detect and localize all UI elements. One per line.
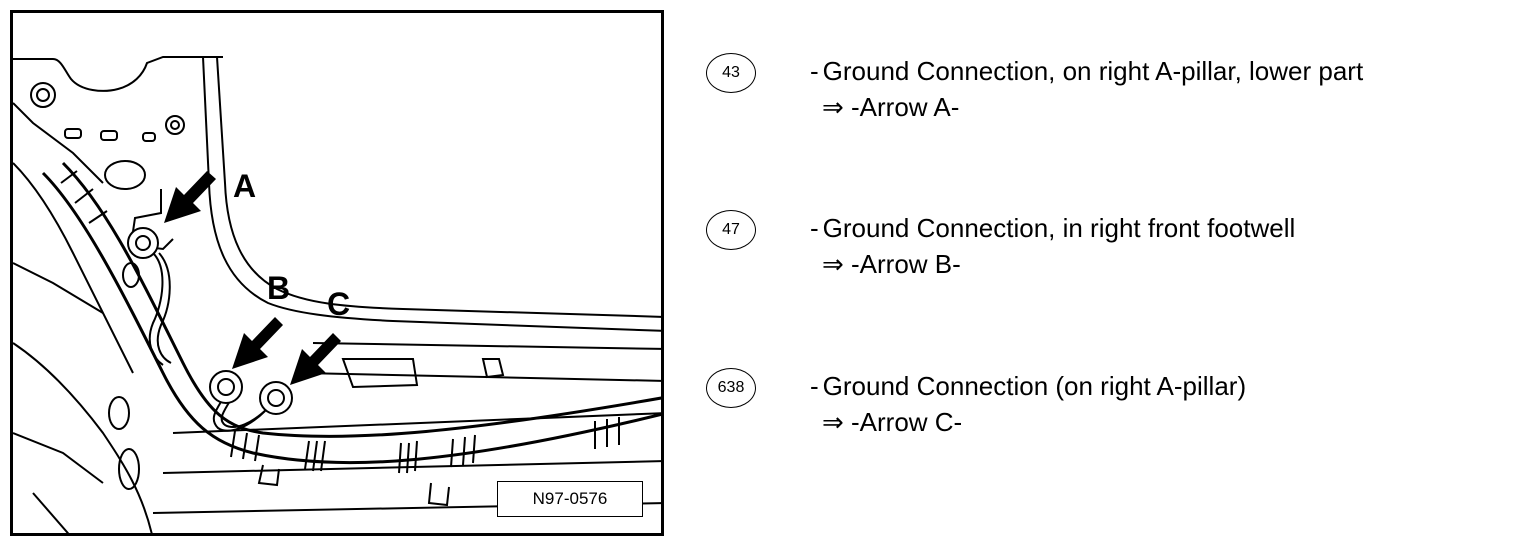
arrow-a-pointer (164, 171, 216, 223)
description-text: Ground Connection, in right front footwe… (822, 213, 1296, 243)
dash: - (810, 213, 819, 243)
item-number-badge: 638 (706, 368, 756, 408)
item-description: -Ground Connection, on right A-pillar, l… (810, 53, 1363, 89)
dash: - (810, 56, 819, 86)
item-description: -Ground Connection, in right front footw… (810, 210, 1295, 246)
description-text: Ground Connection, on right A-pillar, lo… (822, 56, 1364, 86)
description-text: Ground Connection (on right A-pillar) (822, 371, 1247, 401)
item-description: -Ground Connection (on right A-pillar) (810, 368, 1246, 404)
arrow-reference: ⇒ -Arrow A- (822, 92, 960, 122)
item-number-badge: 43 (706, 53, 756, 93)
arrow-label-a: A (233, 168, 256, 204)
arrow-b-pointer (232, 317, 283, 369)
arrow-reference: ⇒ -Arrow B- (822, 249, 961, 279)
item-number-badge: 47 (706, 210, 756, 250)
arrow-label-b: B (267, 270, 290, 306)
arrow-label-c: C (327, 286, 350, 322)
arrow-c-pointer (290, 333, 341, 385)
arrow-reference: ⇒ -Arrow C- (822, 407, 963, 437)
technical-illustration: A B C N97-0576 (10, 10, 664, 536)
dash: - (810, 371, 819, 401)
figure-id-box: N97-0576 (497, 481, 643, 517)
a-pillar-footwell-drawing: A B C (13, 56, 661, 533)
